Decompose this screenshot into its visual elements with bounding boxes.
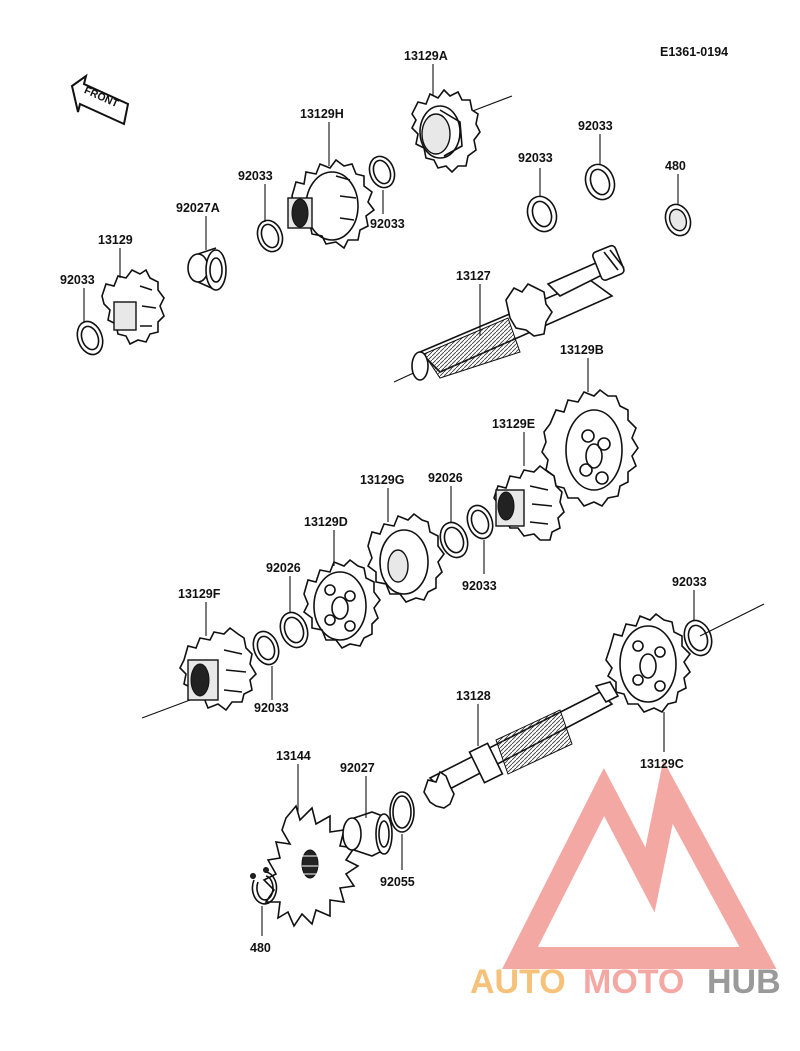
- watermark-logo: [502, 760, 777, 969]
- circlip-92033-far-left: [76, 320, 104, 356]
- label-92026-b: 92026: [266, 561, 301, 575]
- label-13129e: 13129E: [492, 417, 535, 431]
- gear-13129c: [605, 612, 692, 714]
- circlip-92033-mid: [368, 155, 396, 189]
- label-13129b: 13129B: [560, 343, 604, 357]
- label-13129h: 13129H: [300, 107, 344, 121]
- label-92033-c: 92033: [462, 579, 497, 593]
- label-13144: 13144: [276, 749, 311, 763]
- label-92026-a: 92026: [428, 471, 463, 485]
- label-13129f: 13129F: [178, 587, 221, 601]
- watermark-moto: MOTO: [583, 963, 684, 1001]
- gear-13129a: [411, 88, 513, 174]
- label-92033-mid: 92033: [370, 217, 405, 231]
- label-480-top: 480: [665, 159, 686, 173]
- watermark-text: AUTO MOTO HUB: [470, 963, 781, 1001]
- gear-13129d: [302, 558, 381, 650]
- label-92033-d: 92033: [254, 701, 289, 715]
- diagram-code: E1361-0194: [660, 45, 728, 59]
- gear-13129h: [287, 158, 376, 250]
- washer-92033-r2: [584, 163, 616, 201]
- circlip-92033-e: [683, 603, 765, 657]
- sprocket-13144: [262, 804, 360, 928]
- label-13128: 13128: [456, 689, 491, 703]
- label-92055: 92055: [380, 875, 415, 889]
- label-480-bottom: 480: [250, 941, 271, 955]
- gear-13129g: [366, 512, 445, 603]
- label-13129a: 13129A: [404, 49, 448, 63]
- watermark-auto: AUTO: [470, 963, 566, 1001]
- label-13129: 13129: [98, 233, 133, 247]
- shaft-13127: [393, 244, 625, 383]
- label-92033-far-left: 92033: [60, 273, 95, 287]
- bushing-92027: [342, 811, 393, 857]
- front-arrow-icon: FRONT: [70, 73, 130, 126]
- label-13129c: 13129C: [640, 757, 684, 771]
- circlip-480-top: [664, 203, 692, 237]
- washer-92026-b: [279, 611, 309, 649]
- label-92027: 92027: [340, 761, 375, 775]
- label-92033-upper-left: 92033: [238, 169, 273, 183]
- circlip-92033-d: [252, 630, 280, 666]
- label-13127: 13127: [456, 269, 491, 283]
- watermark-hub: HUB: [707, 963, 781, 1001]
- label-13129d: 13129D: [304, 515, 348, 529]
- label-92027a: 92027A: [176, 201, 220, 215]
- oring-92055: [389, 791, 415, 833]
- shaft-13128: [423, 681, 620, 809]
- label-92033-r2: 92033: [578, 119, 613, 133]
- label-13129g: 13129G: [360, 473, 404, 487]
- watermark-triangle: [502, 760, 777, 969]
- label-92033-e: 92033: [672, 575, 707, 589]
- circlip-92033-c: [466, 504, 494, 540]
- washer-92033-r1: [526, 195, 558, 233]
- bushing-92027a: [187, 247, 227, 291]
- circlip-480-bottom: [250, 867, 278, 905]
- washer-92026-a: [439, 521, 469, 559]
- gear-13129e: [493, 464, 565, 541]
- washer-92033-upper-left: [256, 219, 284, 253]
- gear-13129: [101, 268, 165, 346]
- label-92033-r1: 92033: [518, 151, 553, 165]
- gear-13129f: [141, 626, 258, 719]
